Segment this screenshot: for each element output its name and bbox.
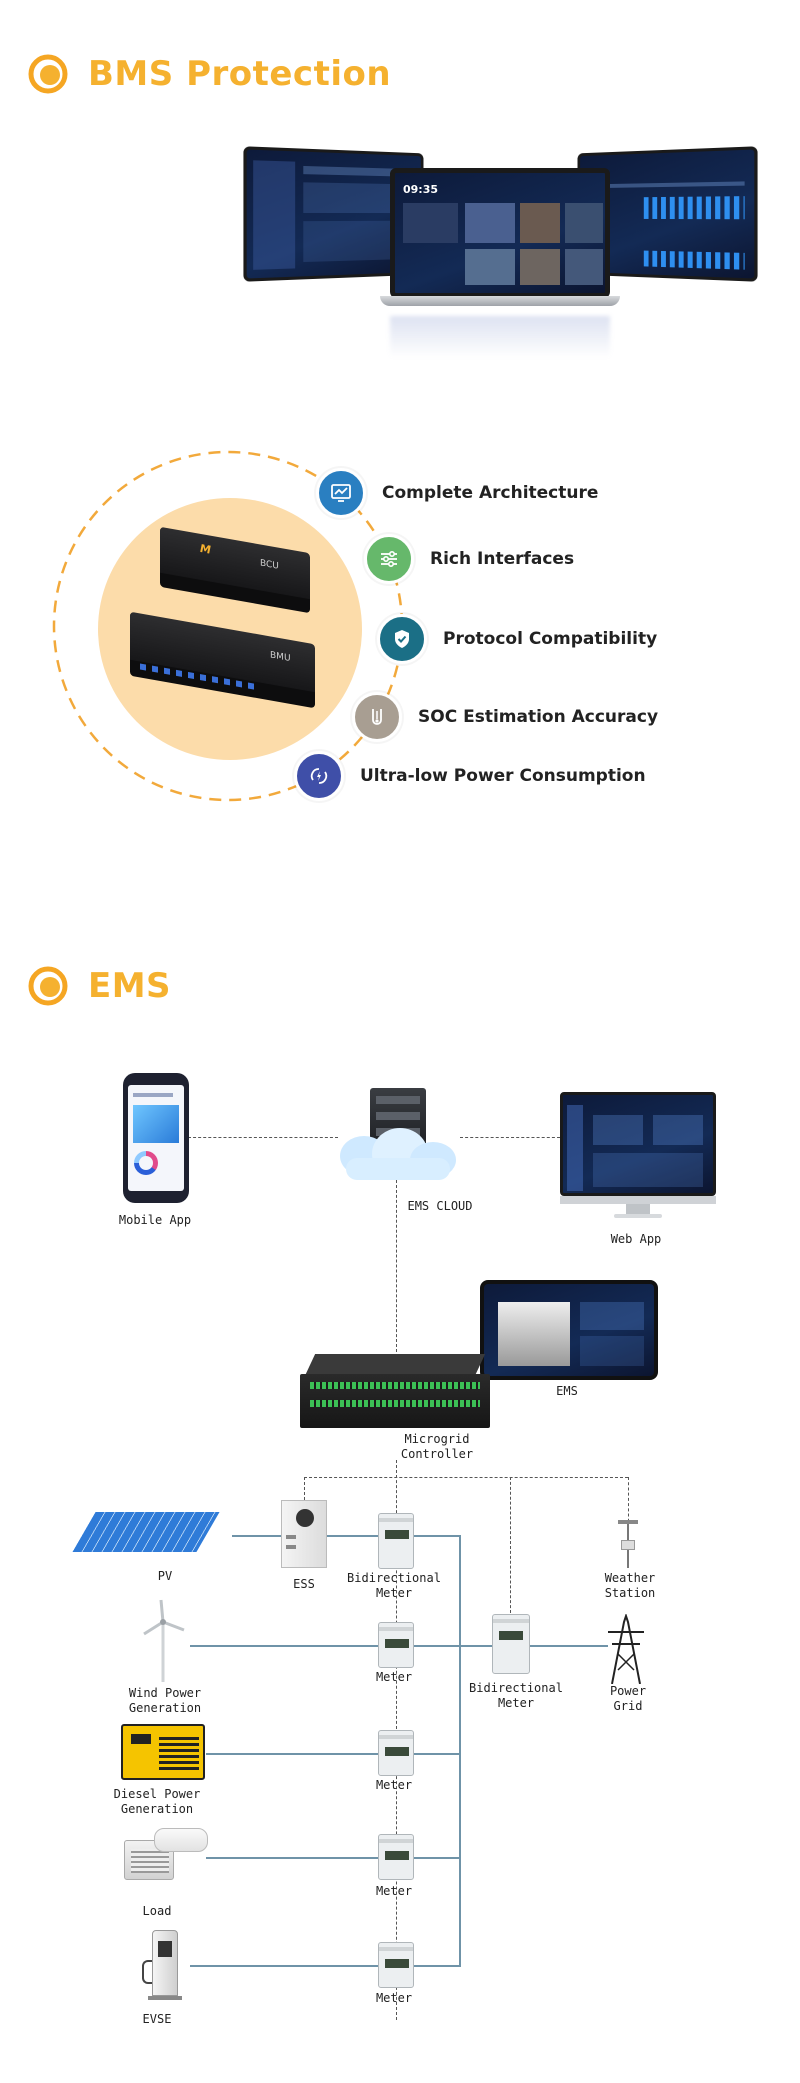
microgrid-controller: [300, 1354, 490, 1432]
bidirectional-meter-mid: [492, 1614, 530, 1674]
bus-line: [206, 1753, 460, 1755]
feature-label: Complete Architecture: [382, 483, 599, 503]
feature-ultra-low-power: Ultra-low Power Consumption: [294, 751, 646, 801]
ems-title-text: EMS: [88, 966, 172, 1006]
bidirectional-meter-top-label-2: Meter: [375, 1586, 413, 1600]
meter-3-label: Meter: [375, 1884, 413, 1898]
meter-1-label: Meter: [375, 1670, 413, 1684]
connector: [628, 1477, 629, 1527]
bus-line: [459, 1535, 461, 1967]
power-grid-label-1: Power: [609, 1684, 647, 1698]
feature-complete-architecture: Complete Architecture: [316, 468, 598, 518]
connector: [460, 1137, 560, 1138]
ems-label: EMS: [556, 1384, 578, 1398]
pv-panels: [72, 1508, 234, 1558]
meter-2: [378, 1730, 414, 1776]
diesel-label-2: Generation: [120, 1802, 194, 1816]
brand-logo-icon: [28, 54, 68, 94]
feature-label: Protocol Compatibility: [443, 629, 658, 649]
connector: [510, 1477, 511, 1613]
power-grid-tower: [604, 1612, 648, 1685]
bus-line: [232, 1535, 460, 1537]
brand-logo-icon: [28, 966, 68, 1006]
software-showcase: 09:35: [240, 146, 760, 358]
feature-rich-interfaces: Rich Interfaces: [364, 534, 574, 584]
monitor-chart-icon: [316, 468, 366, 518]
wind-label-1: Wind Power: [128, 1686, 202, 1700]
load-ac-unit: [124, 1828, 208, 1884]
meter-4: [378, 1942, 414, 1988]
ems-cloud: [336, 1088, 460, 1188]
laptop-time: 09:35: [403, 183, 439, 196]
evse-charger: [140, 1930, 184, 2000]
feature-label: Rich Interfaces: [430, 549, 575, 569]
connector: [304, 1477, 628, 1478]
feature-label: Ultra-low Power Consumption: [360, 766, 646, 786]
feature-label: SOC Estimation Accuracy: [418, 707, 659, 727]
bidirectional-meter-mid-label-1: Bidirectional: [469, 1681, 563, 1695]
feature-protocol-compatibility: Protocol Compatibility: [377, 614, 657, 664]
laptop: 09:35: [380, 168, 620, 308]
gauge-icon: [352, 692, 402, 742]
meter-3: [378, 1834, 414, 1880]
evse-label: EVSE: [142, 2012, 172, 2026]
wind-turbine: [140, 1598, 190, 1682]
feature-soc-estimation: SOC Estimation Accuracy: [352, 692, 658, 742]
ems-cloud-label: EMS CLOUD: [407, 1199, 473, 1213]
connector: [188, 1137, 338, 1138]
diesel-label-1: Diesel Power: [113, 1787, 201, 1801]
weather-station-label-2: Station: [604, 1586, 656, 1600]
meter-2-label: Meter: [375, 1778, 413, 1792]
microgrid-controller-label-2: Controller: [400, 1447, 474, 1461]
load-label: Load: [142, 1904, 172, 1918]
ess-cabinet: [281, 1500, 327, 1568]
bms-title-text: BMS Protection: [88, 54, 392, 94]
bms-section-title: BMS Protection: [28, 54, 391, 94]
connector: [396, 1180, 397, 1352]
bus-line: [190, 1965, 460, 1967]
diesel-generator: [121, 1724, 205, 1780]
weather-station: [610, 1518, 646, 1570]
ems-section-title: EMS: [28, 966, 171, 1006]
power-cycle-icon: [294, 751, 344, 801]
shield-check-icon: [377, 614, 427, 664]
power-grid-label-2: Grid: [613, 1699, 643, 1713]
bus-line: [206, 1857, 460, 1859]
ems-tablet: [480, 1280, 658, 1380]
pv-label: PV: [157, 1569, 173, 1583]
connector: [304, 1477, 305, 1515]
ess-label: ESS: [293, 1577, 315, 1591]
bidirectional-meter-mid-label-2: Meter: [497, 1696, 535, 1710]
meter-1: [378, 1622, 414, 1668]
bidirectional-meter-top: [378, 1513, 414, 1569]
bidirectional-meter-top-label-1: Bidirectional: [347, 1571, 441, 1585]
sliders-icon: [364, 534, 414, 584]
mobile-app-label: Mobile App: [118, 1213, 192, 1227]
web-app-label: Web App: [610, 1232, 662, 1246]
weather-station-label-1: Weather: [604, 1571, 656, 1585]
mobile-phone: [123, 1073, 189, 1203]
web-app-monitor: [560, 1092, 716, 1220]
microgrid-controller-label-1: Microgrid: [404, 1432, 470, 1446]
meter-4-label: Meter: [375, 1991, 413, 2005]
laptop-screen: 09:35: [390, 168, 610, 298]
wind-label-2: Generation: [128, 1701, 202, 1715]
